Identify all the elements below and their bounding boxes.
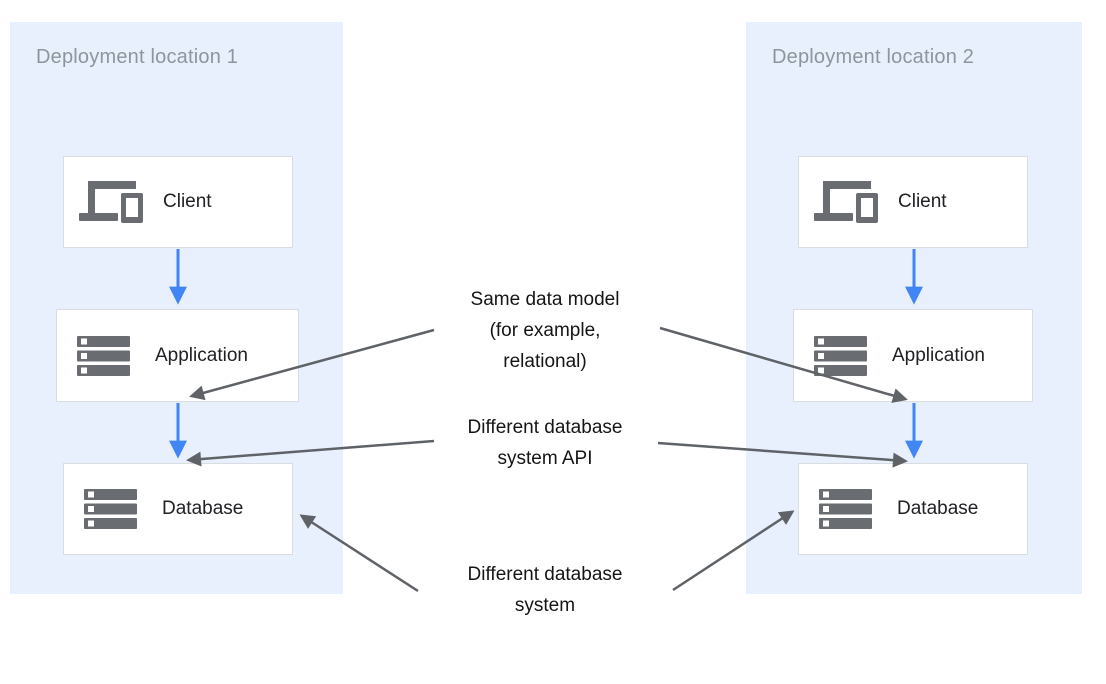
server-stack-icon	[77, 335, 130, 376]
node-label: Application	[155, 344, 248, 366]
node-label: Client	[898, 191, 947, 212]
annotation-same-data-model: Same data model (for example, relational…	[425, 284, 665, 377]
database-box-1: Database	[63, 463, 293, 555]
annotation-line: Same data model	[470, 289, 620, 310]
devices-icon	[814, 181, 878, 223]
application-box-2: Application	[793, 309, 1033, 402]
annotation-line: Different database	[467, 417, 623, 438]
node-label: Application	[892, 344, 985, 366]
node-label: Database	[897, 498, 979, 519]
server-stack-icon	[819, 489, 872, 529]
annotation-line: system	[514, 595, 576, 616]
annotation-line: system API	[497, 448, 593, 469]
node-label: Client	[163, 191, 212, 212]
annotation-line: (for example,	[489, 320, 601, 341]
annotation-line: relational)	[503, 351, 587, 372]
server-stack-icon	[84, 489, 137, 529]
panel-title-2: Deployment location 2	[772, 46, 975, 68]
devices-icon	[79, 181, 143, 223]
node-label: Database	[162, 498, 244, 519]
client-box-1: Client	[63, 156, 293, 248]
panel-title-1: Deployment location 1	[36, 46, 239, 68]
annotation-different-db-system-api: Different database system API	[425, 412, 665, 474]
database-box-2: Database	[798, 463, 1028, 555]
annotation-different-db-system: Different database system	[425, 559, 665, 621]
annotation-line: Different database	[467, 564, 623, 585]
application-box-1: Application	[56, 309, 299, 402]
client-box-2: Client	[798, 156, 1028, 248]
server-stack-icon	[814, 335, 867, 376]
